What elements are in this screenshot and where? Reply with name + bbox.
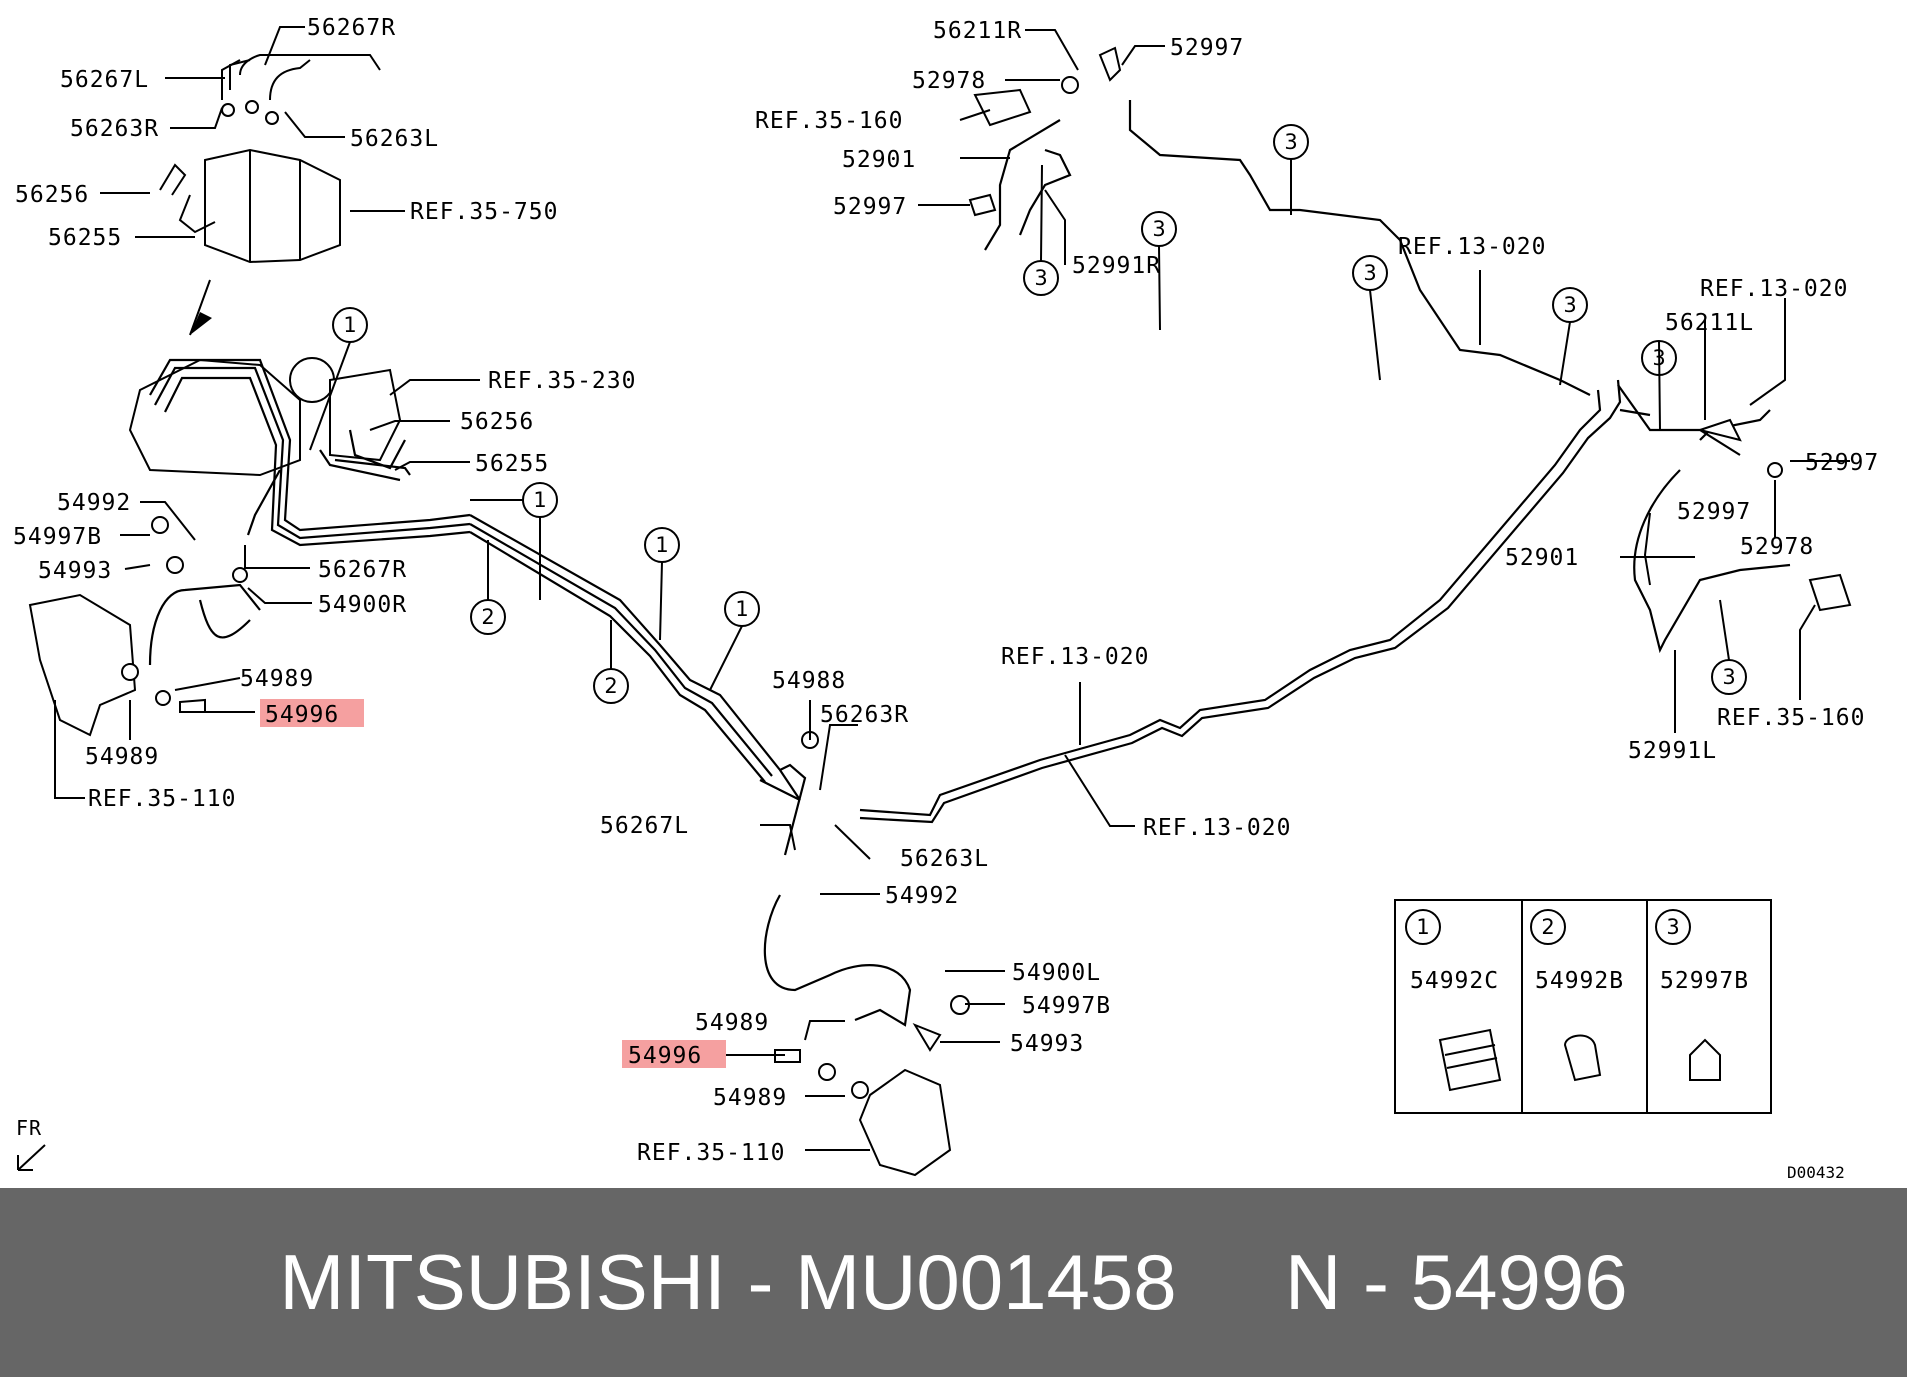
label-ref-13-020-b: REF.13-020 bbox=[1700, 276, 1848, 302]
main-brake-lines bbox=[469, 100, 1741, 856]
label-52997-top: 52997 bbox=[1170, 35, 1244, 61]
rear-left-hose bbox=[1633, 409, 1852, 654]
label-54993-low: 54993 bbox=[1010, 1031, 1084, 1057]
label-52901-right: 52901 bbox=[1505, 545, 1579, 571]
clip-54992C-icon bbox=[1438, 1028, 1502, 1092]
label-56211L: 56211L bbox=[1665, 310, 1754, 336]
label-54996-low: 54996 bbox=[628, 1043, 702, 1069]
label-56267L-top: 56267L bbox=[60, 67, 149, 93]
clip-52997B-icon bbox=[1689, 1038, 1721, 1081]
label-ref-35-160-top: REF.35-160 bbox=[755, 108, 903, 134]
legend-part-54992B: 54992B bbox=[1535, 968, 1624, 994]
highlight-54996-left bbox=[260, 699, 364, 727]
callout-3-a: 3 bbox=[1284, 130, 1297, 154]
label-52991R: 52991R bbox=[1072, 253, 1161, 279]
callout-2-b: 2 bbox=[604, 674, 617, 698]
footer-banner: MITSUBISHI - MU001458 N - 54996 bbox=[0, 1188, 1907, 1377]
front-left-hose bbox=[28, 516, 261, 737]
label-56263R-mid: 56263R bbox=[820, 702, 909, 728]
front-arrow-icon bbox=[17, 1144, 46, 1171]
label-54996-left: 54996 bbox=[265, 702, 339, 728]
label-52997-r2: 52997 bbox=[1677, 499, 1751, 525]
callout-1-d: 1 bbox=[735, 597, 748, 621]
legend-part-52997B: 52997B bbox=[1660, 968, 1749, 994]
label-54900L: 54900L bbox=[1012, 960, 1101, 986]
callouts: 1 1 1 1 2 2 3 3 3 3 3 3 3 bbox=[309, 124, 1747, 704]
label-56267L-mid: 56267L bbox=[600, 813, 689, 839]
label-54989-c: 54989 bbox=[695, 1010, 769, 1036]
label-56211R: 56211R bbox=[933, 18, 1022, 44]
part-labels: 56267R 56267L 56263R 56263L 56256 56255 … bbox=[13, 15, 1879, 1182]
callout-3-g: 3 bbox=[1722, 665, 1735, 689]
legend-part-54992C: 54992C bbox=[1410, 968, 1499, 994]
label-ref-35-110-low: REF.35-110 bbox=[637, 1140, 785, 1166]
label-54989-d: 54989 bbox=[713, 1085, 787, 1111]
label-56263L-mid: 56263L bbox=[900, 846, 989, 872]
legend-box: 1 2 3 54992C 54992B 52997B bbox=[1394, 899, 1772, 1114]
callout-3-b: 3 bbox=[1152, 217, 1165, 241]
callout-2-a: 2 bbox=[481, 605, 494, 629]
legend-num-3: 3 bbox=[1666, 915, 1679, 939]
label-ref-35-750: REF.35-750 bbox=[410, 199, 558, 225]
label-56256-mid: 56256 bbox=[460, 409, 534, 435]
callout-1-b: 1 bbox=[533, 488, 546, 512]
abs-unit-detail bbox=[159, 54, 381, 336]
label-56267R-top: 56267R bbox=[307, 15, 396, 41]
label-56256-top: 56256 bbox=[15, 182, 89, 208]
label-56255-mid: 56255 bbox=[475, 451, 549, 477]
label-52978-top: 52978 bbox=[912, 68, 986, 94]
label-ref-13-020-d: REF.13-020 bbox=[1143, 815, 1291, 841]
label-ref-13-020-c: REF.13-020 bbox=[1001, 644, 1149, 670]
label-ref-35-230: REF.35-230 bbox=[488, 368, 636, 394]
label-54992-left: 54992 bbox=[57, 490, 131, 516]
label-54989-b: 54989 bbox=[85, 744, 159, 770]
label-54992-low: 54992 bbox=[885, 883, 959, 909]
label-leaders bbox=[54, 26, 1850, 1151]
arrow-up-icon bbox=[190, 312, 212, 335]
brake-line-diagram: 1 2 3 54992C 54992B 52997B 1 1 1 1 2 2 3… bbox=[13, 15, 1879, 1182]
label-56263L-top: 56263L bbox=[350, 126, 439, 152]
label-52978-right: 52978 bbox=[1740, 534, 1814, 560]
label-ref-35-110-left: REF.35-110 bbox=[88, 786, 236, 812]
callout-1-a: 1 bbox=[343, 313, 356, 337]
callout-3-c: 3 bbox=[1034, 266, 1047, 290]
label-56255-top: 56255 bbox=[48, 225, 122, 251]
label-52997-right: 52997 bbox=[1805, 450, 1879, 476]
label-52901-top: 52901 bbox=[842, 147, 916, 173]
label-54997B-low: 54997B bbox=[1022, 993, 1111, 1019]
label-ref-35-160-right: REF.35-160 bbox=[1717, 705, 1865, 731]
legend-num-2: 2 bbox=[1541, 915, 1554, 939]
highlight-54996-low bbox=[622, 1040, 726, 1068]
legend-num-1: 1 bbox=[1416, 915, 1429, 939]
callout-1-c: 1 bbox=[655, 533, 668, 557]
label-54900R: 54900R bbox=[318, 592, 407, 618]
label-52991L: 52991L bbox=[1628, 738, 1717, 764]
master-cylinder-block bbox=[128, 357, 471, 547]
label-54989-a: 54989 bbox=[240, 666, 314, 692]
callout-3-e: 3 bbox=[1563, 293, 1576, 317]
label-54988: 54988 bbox=[772, 668, 846, 694]
clip-54992B-icon bbox=[1563, 1034, 1602, 1082]
rear-right-hose bbox=[968, 46, 1122, 251]
label-56267R-mid: 56267R bbox=[318, 557, 407, 583]
diagram-code: D00432 bbox=[1787, 1163, 1845, 1182]
callout-3-d: 3 bbox=[1363, 261, 1376, 285]
label-54993-left: 54993 bbox=[38, 558, 112, 584]
label-fr: FR bbox=[16, 1116, 42, 1140]
label-54997B-left: 54997B bbox=[13, 524, 102, 550]
label-ref-13-020-a: REF.13-020 bbox=[1398, 234, 1546, 260]
footer-brand: MITSUBISHI - MU001458 bbox=[279, 1238, 1177, 1326]
label-56263R-top: 56263R bbox=[70, 116, 159, 142]
footer-spacer bbox=[1177, 1237, 1285, 1328]
label-52997-mid: 52997 bbox=[833, 194, 907, 220]
footer-ref: N - 54996 bbox=[1285, 1238, 1628, 1326]
